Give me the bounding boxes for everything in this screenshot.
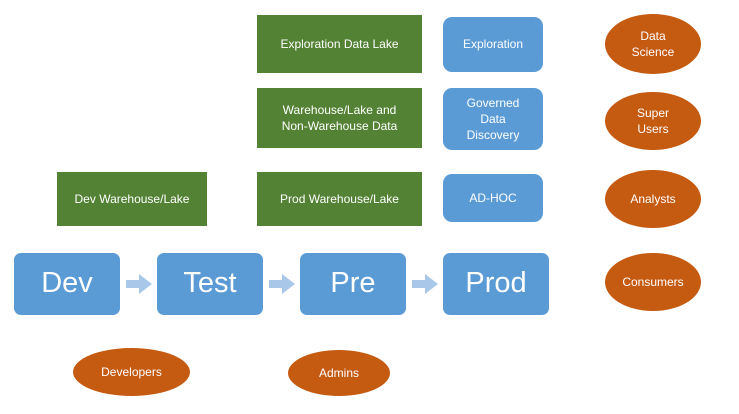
stage-test-label: Test (183, 267, 237, 300)
consumers-label: Consumers (622, 274, 684, 289)
analysts-label: Analysts (630, 191, 676, 206)
adhoc-label: AD-HOC (469, 190, 517, 205)
stage-prod-label: Prod (465, 267, 527, 300)
super-users-ellipse: Super Users (605, 92, 701, 150)
stage-pre-box: Pre (300, 253, 406, 315)
data-science-ellipse: Data Science (605, 14, 701, 74)
warehouse-lake-label: Warehouse/Lake and Non-Warehouse Data (281, 102, 398, 133)
stage-dev-label: Dev (41, 267, 93, 300)
exploration-box: Exploration (443, 17, 543, 72)
warehouse-lake-box: Warehouse/Lake and Non-Warehouse Data (257, 88, 422, 148)
prod-warehouse-label: Prod Warehouse/Lake (280, 191, 399, 206)
stage-pre-label: Pre (330, 267, 376, 300)
adhoc-box: AD-HOC (443, 174, 543, 222)
developers-ellipse: Developers (73, 348, 190, 396)
flow-arrow-icon (269, 272, 295, 296)
consumers-ellipse: Consumers (605, 253, 701, 311)
stage-prod-box: Prod (443, 253, 549, 315)
dev-warehouse-label: Dev Warehouse/Lake (74, 191, 190, 206)
data-science-label: Data Science (631, 28, 675, 59)
flow-arrow-icon (126, 272, 152, 296)
admins-ellipse: Admins (288, 350, 390, 396)
stage-dev-box: Dev (14, 253, 120, 315)
super-users-label: Super Users (636, 105, 670, 136)
flow-arrow-icon (412, 272, 438, 296)
stage-test-box: Test (157, 253, 263, 315)
admins-label: Admins (318, 365, 359, 380)
governed-data-discovery-box: Governed Data Discovery (443, 88, 543, 150)
developers-label: Developers (101, 364, 162, 379)
prod-warehouse-box: Prod Warehouse/Lake (257, 172, 422, 226)
dev-warehouse-box: Dev Warehouse/Lake (57, 172, 207, 226)
exploration-data-lake-box: Exploration Data Lake (257, 15, 422, 73)
exploration-label: Exploration (462, 37, 524, 52)
analysts-ellipse: Analysts (605, 170, 701, 228)
exploration-data-lake-label: Exploration Data Lake (280, 36, 399, 51)
governed-data-discovery-label: Governed Data Discovery (466, 95, 520, 143)
